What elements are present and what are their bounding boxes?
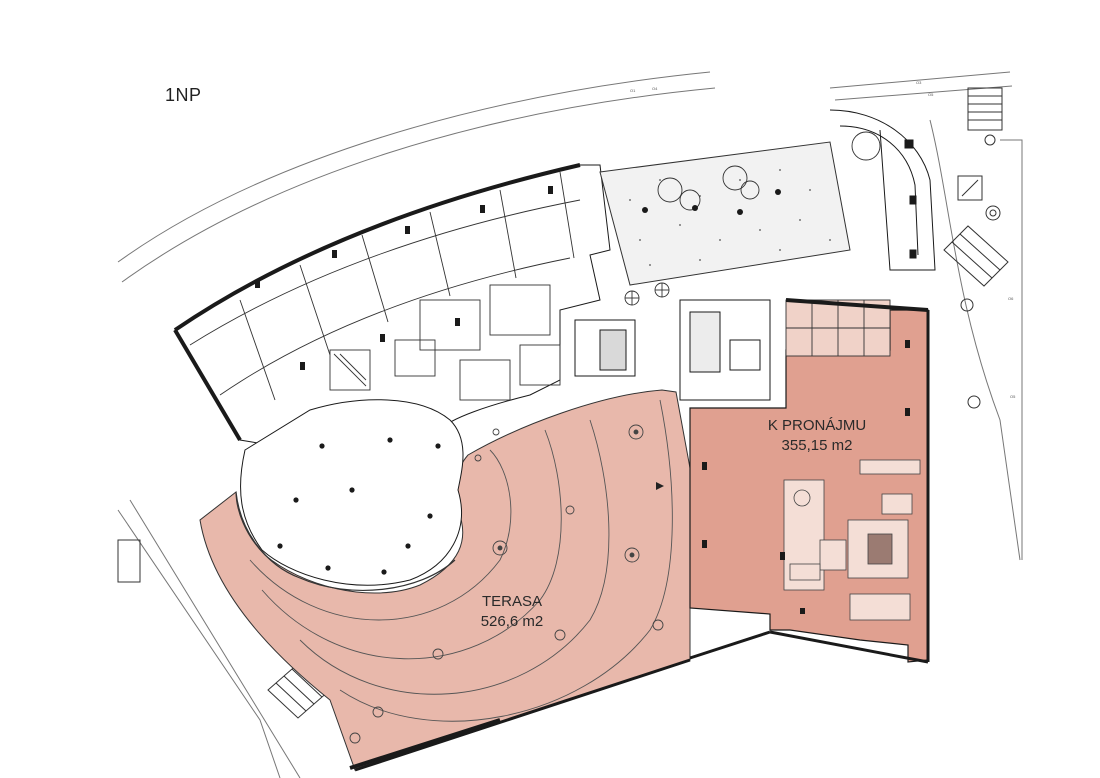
rental-interior (783, 459, 921, 621)
rental-size: 355,15 m2 (781, 437, 853, 454)
street-mark-4: O5 (928, 92, 934, 97)
heavy-walls (349, 298, 929, 770)
building-columns (255, 186, 553, 370)
terrace-label: TERASA 526,6 m2 (462, 592, 562, 632)
building-partitions (189, 171, 581, 401)
courtyard (599, 131, 881, 286)
building-outer-wall (173, 163, 581, 442)
fan-icons (624, 282, 670, 306)
street-mark-1: O1 (630, 88, 636, 93)
east-building (829, 109, 936, 271)
terrace-trees (349, 424, 664, 744)
terrace-size: 526,6 m2 (480, 613, 544, 630)
terrace-name: TERASA (481, 593, 542, 610)
arrow-icon (656, 482, 664, 490)
street-furniture (117, 87, 1009, 719)
street-mark-3: O3 (916, 80, 922, 85)
rental-label: K PRONÁJMU 355,15 m2 (752, 416, 882, 456)
circular-hall (235, 399, 464, 591)
street-mark-6: O5 (1010, 394, 1016, 399)
street-mark-5: O6 (1008, 296, 1014, 301)
rental-service-rooms (785, 299, 891, 357)
terrace-rings (249, 399, 673, 722)
rental-name: K PRONÁJMU (767, 417, 867, 434)
street-mark-2: O4 (652, 86, 658, 91)
floor-label: 1NP (165, 85, 202, 105)
rental-walls (354, 310, 930, 772)
core-blocks (574, 299, 771, 401)
rental-columns (702, 340, 910, 614)
street-curbs (117, 71, 1023, 778)
